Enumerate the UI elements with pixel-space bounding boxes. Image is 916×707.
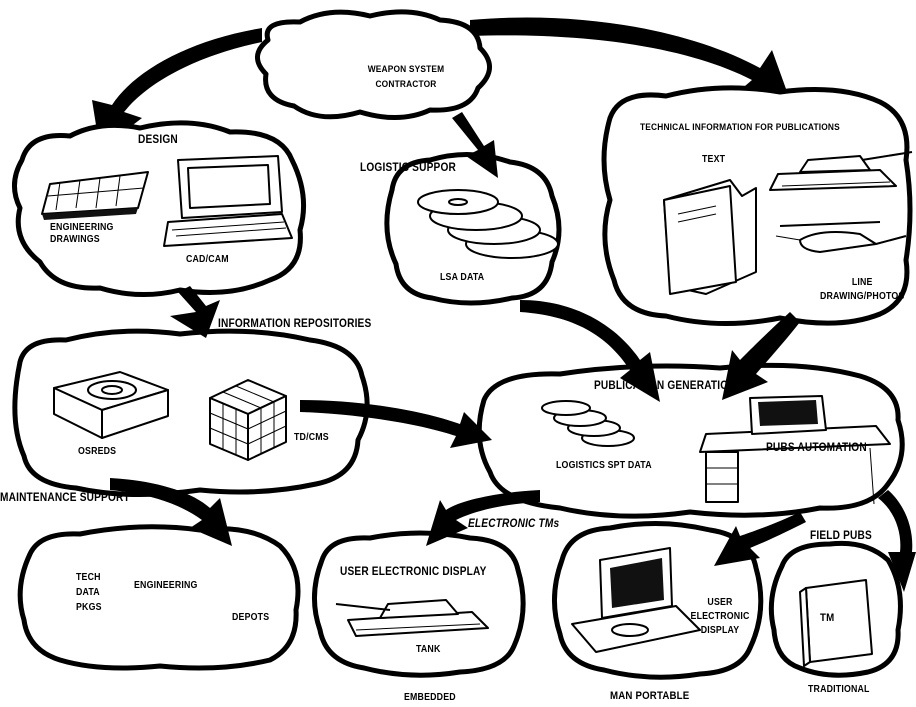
tank-photo-icon — [769, 151, 913, 191]
cloud-weapon-system-contractor — [255, 9, 492, 121]
label-lsa-data: LSA DATA — [440, 272, 485, 283]
tm-book-icon — [799, 579, 873, 667]
engineering-drawings-icon — [41, 171, 149, 220]
label-engineering-drawings: ENGINEERING DRAWINGS — [50, 222, 114, 245]
label-user-electronic-display: USER ELECTRONIC DISPLAY — [340, 566, 487, 578]
label-embedded: EMBEDDED — [404, 692, 456, 703]
embedded-tank-icon — [335, 599, 489, 637]
cad-cam-terminal-icon — [163, 155, 293, 247]
arrow-contractor-to-lsa — [452, 112, 498, 178]
label-logistic-support: LOGISTIC SUPPOR — [360, 162, 456, 174]
pubs-automation-desk-icon — [699, 395, 891, 505]
label-maintenance-support: MAINTENANCE SUPPORT — [0, 492, 130, 504]
label-weapon-system-contractor: WEAPON SYSTEM CONTRACTOR — [367, 64, 445, 90]
cloud-information-repositories — [12, 328, 370, 498]
arrow-contractor-to-design — [92, 28, 262, 150]
arrow-tech-info-to-publication — [722, 312, 800, 400]
label-man-portable: MAN PORTABLE — [610, 690, 690, 702]
arrow-publication-to-embedded — [426, 490, 540, 546]
man-portable-display-icon — [571, 547, 701, 653]
label-text: TEXT — [702, 154, 726, 165]
label-td-cms: TD/CMS — [294, 432, 329, 443]
logistics-spt-data-disks-icon — [541, 400, 635, 447]
helicopter-icon — [775, 221, 907, 253]
label-user-electronic-display-portable: USER ELECTRONIC DISPLAY — [690, 597, 750, 636]
label-technical-information: TECHNICAL INFORMATION FOR PUBLICATIONS — [640, 122, 840, 133]
label-electronic-tms: ELECTRONIC TMs — [468, 518, 560, 530]
label-tech-data-pkgs: TECH DATA PKGS — [76, 572, 102, 613]
label-tm: TM — [820, 612, 835, 624]
label-tank: TANK — [416, 644, 441, 655]
arrow-publication-to-man-portable — [714, 512, 806, 566]
technical-manual-icon — [663, 179, 757, 295]
arrow-to-maintenance-support — [110, 478, 232, 546]
label-osreds: OSREDS — [78, 446, 117, 457]
arrow-lsa-to-publication — [520, 300, 660, 402]
osreds-icon — [53, 371, 169, 439]
cloud-depots — [17, 524, 301, 671]
label-field-pubs: FIELD PUBS — [810, 530, 872, 542]
label-information-repositories: INFORMATION REPOSITORIES — [218, 318, 372, 330]
label-engineering: ENGINEERING — [134, 580, 198, 591]
label-pubs-automation: PUBS AUTOMATION — [766, 442, 867, 454]
label-logistics-spt-data: LOGISTICS SPT DATA — [556, 460, 652, 471]
lsa-data-disks-icon — [417, 189, 559, 259]
label-cad-cam: CAD/CAM — [186, 254, 229, 265]
label-design: DESIGN — [138, 134, 178, 146]
label-depots: DEPOTS — [232, 612, 270, 623]
arrow-design-to-repositories — [170, 286, 220, 338]
td-cms-cube-icon — [209, 379, 287, 461]
arrow-repositories-to-publication — [300, 400, 492, 448]
label-traditional: TRADITIONAL — [808, 684, 870, 695]
arrow-publication-to-traditional — [878, 490, 916, 592]
label-publication-generation: PUBLICATION GENERATION — [594, 380, 736, 392]
label-line-drawing-photos: LINE DRAWING/PHOTOS — [820, 277, 905, 302]
